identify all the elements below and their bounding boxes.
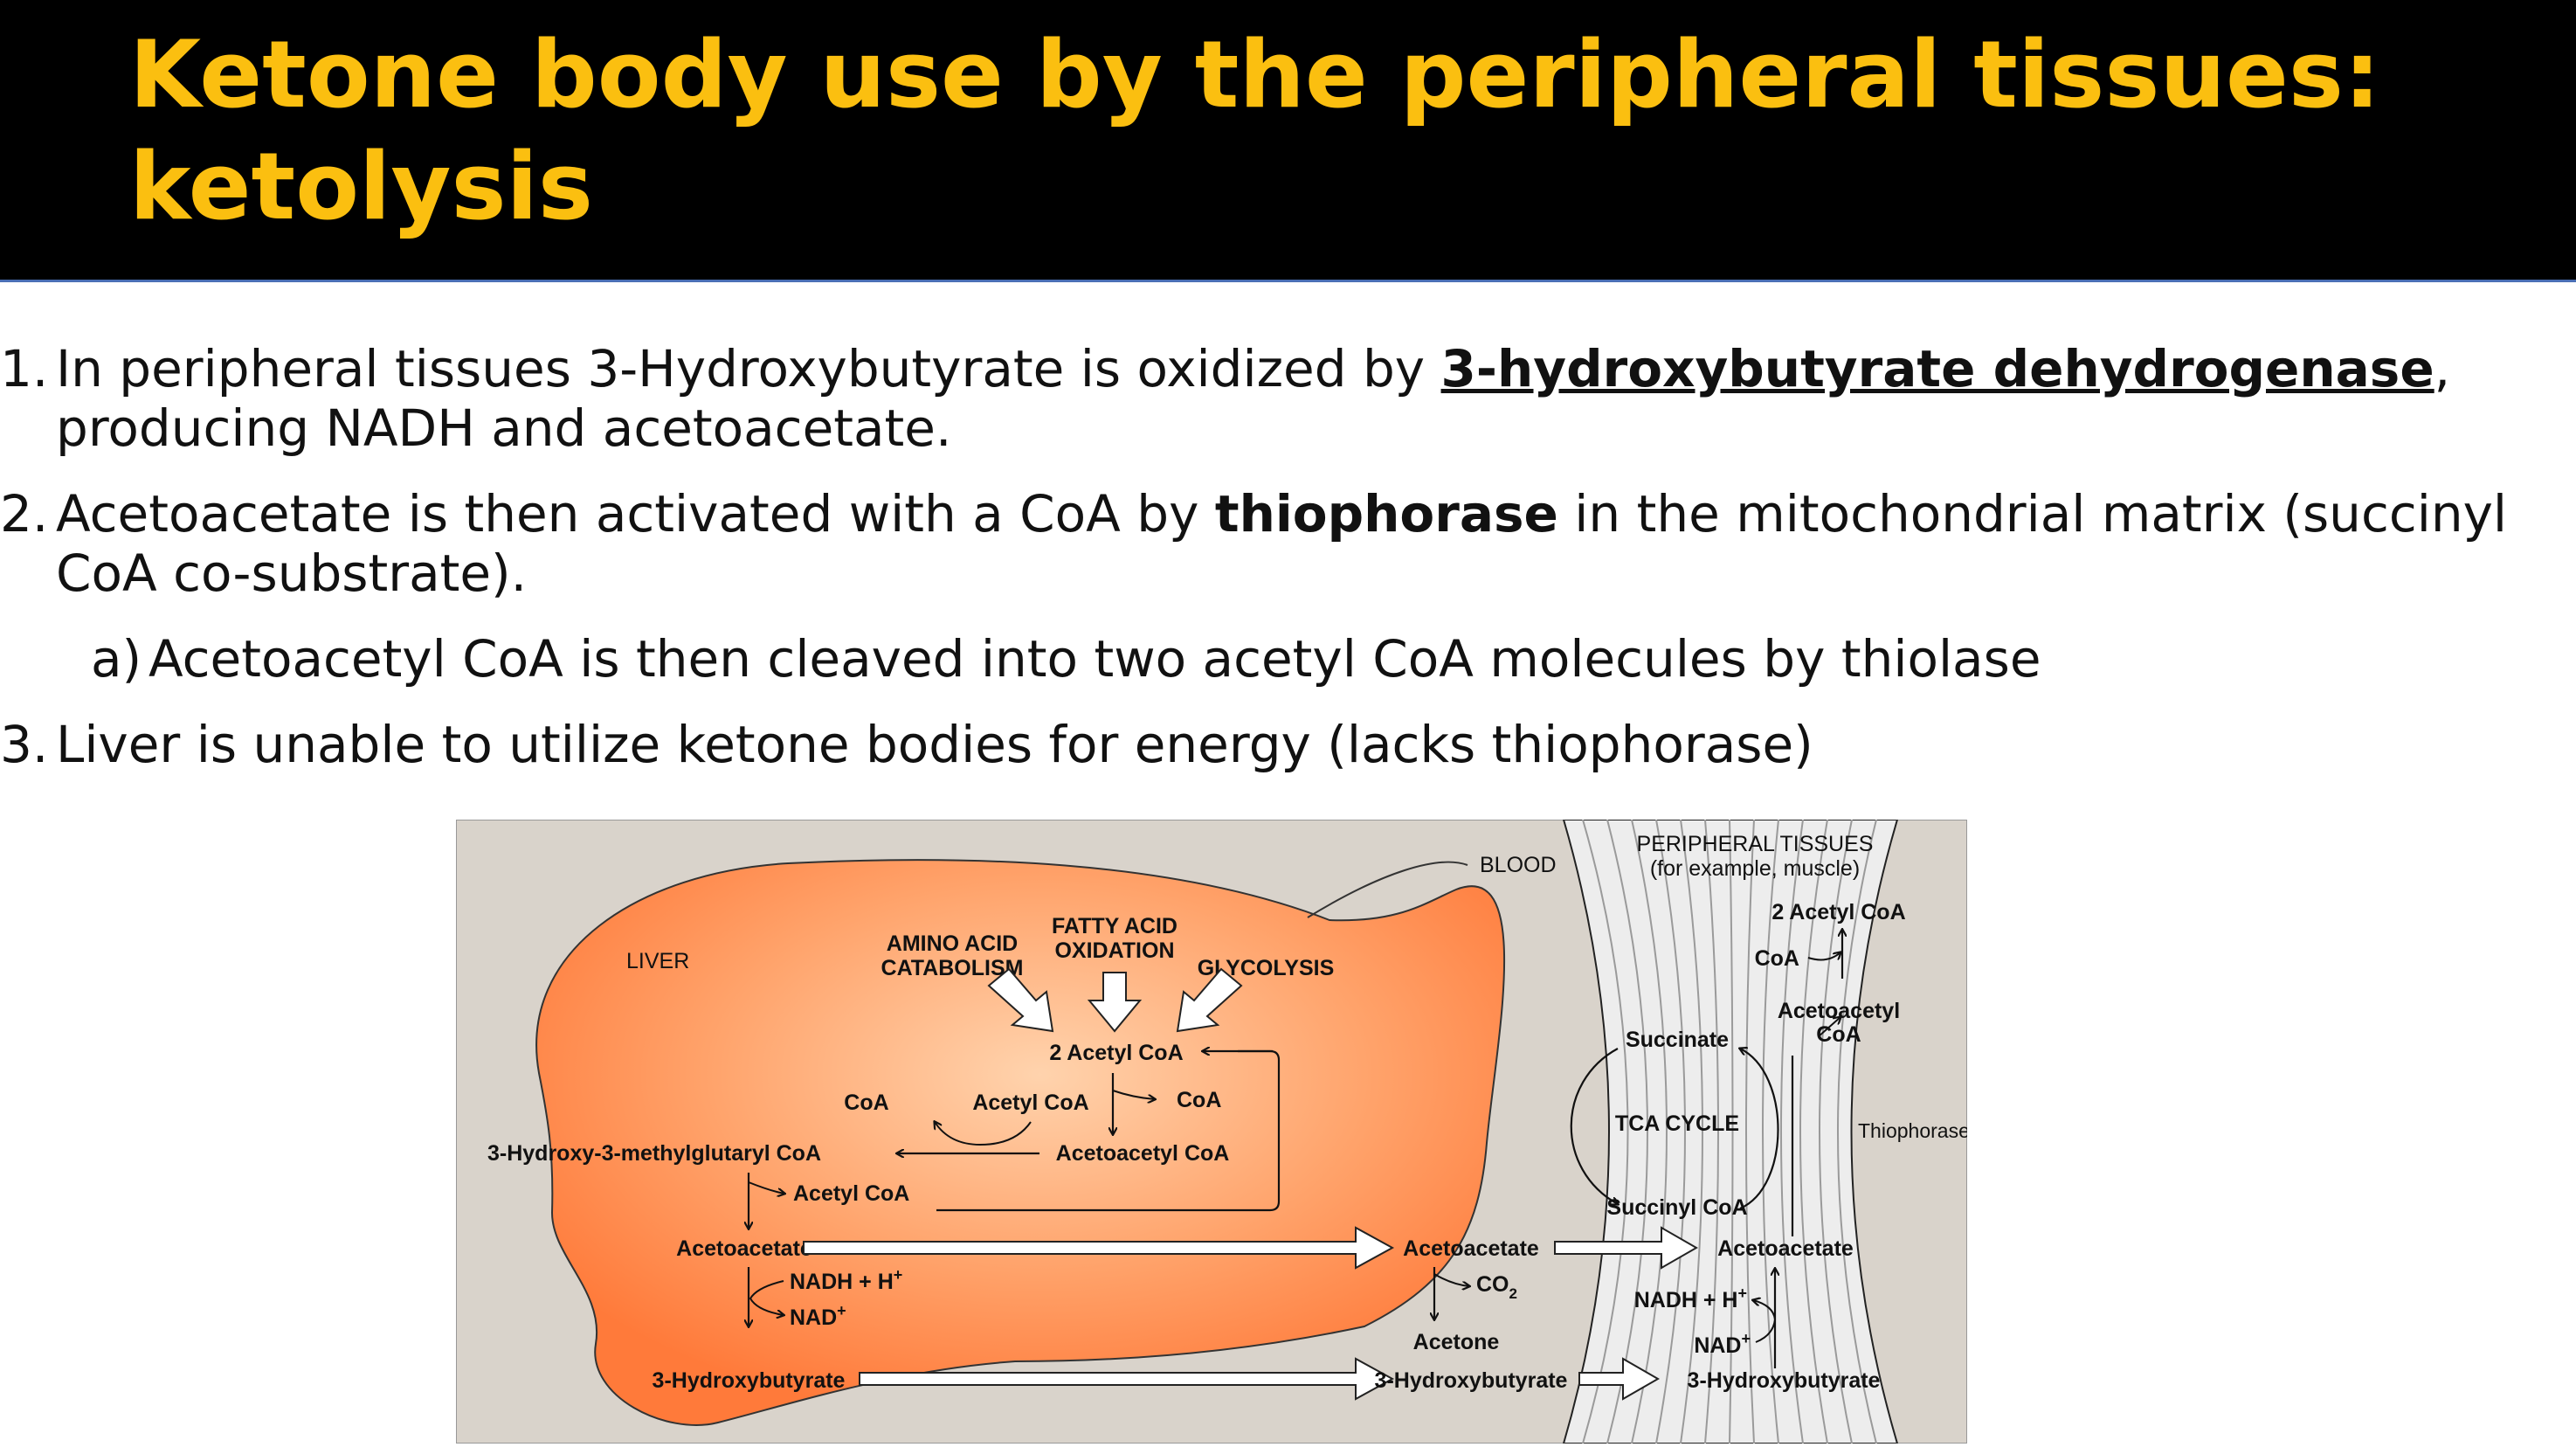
superscript-plus: +	[1741, 1330, 1751, 1347]
block-arrow-hydroxybutyrate-export	[859, 1357, 1395, 1401]
label-acetoacetate-peripheral: Acetoacetate	[1717, 1236, 1854, 1261]
item-number: 2.	[0, 484, 49, 544]
label-amino-acid: AMINO ACID	[887, 931, 1018, 956]
block-arrow-fatty	[1087, 972, 1143, 1033]
superscript-plus: +	[894, 1266, 903, 1284]
label-nadh-liver: NADH + H+	[790, 1266, 902, 1294]
title-line-2: ketolysis	[129, 133, 593, 240]
diagram-canvas: LIVER BLOOD PERIPHERAL TISSUES (for exam…	[456, 820, 1967, 1444]
item-text-end: in the mitochondrial matrix (succinyl Co…	[56, 484, 2508, 603]
label-peripheral-sub: (for example, muscle)	[1650, 856, 1860, 881]
subscript-two: 2	[1509, 1285, 1517, 1302]
arrow-acetyl-coa-input	[935, 1122, 1032, 1146]
input-block-arrows	[987, 967, 1243, 1033]
label-hmg-coa: 3-Hydroxy-3-methylglutaryl CoA	[487, 1141, 821, 1166]
bullet-list: 1. In peripheral tissues 3-Hydroxybutyra…	[0, 339, 2559, 800]
block-arrow-hydroxybutyrate-uptake	[1578, 1357, 1661, 1401]
enzyme-name: thiophorase	[1214, 484, 1558, 544]
slide-title: Ketone body use by the peripheral tissue…	[129, 19, 2488, 243]
arrow-coa-input-peripheral	[1807, 952, 1840, 961]
nad-text: NAD	[790, 1305, 837, 1330]
label-tca-cycle: TCA CYCLE	[1615, 1111, 1739, 1136]
arrow-tca-cycle	[1570, 1048, 1618, 1204]
item-text: Liver is unable to utilize ketone bodies…	[56, 715, 1813, 774]
co2-text: CO	[1476, 1272, 1509, 1297]
item-number: 3.	[0, 715, 49, 774]
liver-shape	[535, 859, 1506, 1426]
export-block-arrows	[803, 1226, 1699, 1401]
label-nadh-peripheral: NADH + H+	[1634, 1284, 1747, 1312]
label-two-acetyl-coa-peripheral: 2 Acetyl CoA	[1771, 900, 1905, 924]
label-succinyl-coa: Succinyl CoA	[1606, 1195, 1747, 1220]
label-acetone: Acetone	[1413, 1330, 1500, 1354]
label-coa-peripheral: CoA	[1755, 946, 1799, 971]
label-co2: CO2	[1476, 1272, 1517, 1302]
enzyme-name: 3-hydroxybutyrate dehydrogenase	[1440, 339, 2434, 398]
block-arrow-acetoacetate-export	[803, 1226, 1395, 1270]
item-text: Acetoacetate is then activated with a Co…	[56, 484, 1215, 544]
arrow-acetyl-coa-release	[748, 1181, 784, 1194]
arrow-coa-release	[1112, 1090, 1155, 1099]
title-bar: Ketone body use by the peripheral tissue…	[0, 0, 2576, 282]
block-arrow-glycolysis	[1176, 967, 1243, 1033]
recycle-arrow-line	[936, 1049, 1281, 1212]
arrow-nadh-liver	[749, 1280, 784, 1315]
nadh-text: NADH + H	[790, 1270, 894, 1294]
label-nad-peripheral: NAD+	[1694, 1330, 1751, 1358]
item-number: 1.	[0, 339, 49, 398]
sub-item: a) Acetoacetyl CoA is then cleaved into …	[0, 629, 2559, 689]
label-hydroxybutyrate-peripheral: 3-Hydroxybutyrate	[1688, 1368, 1881, 1393]
item-text-end: , producing NADH and acetoacetate.	[56, 339, 2451, 458]
label-hydroxybutyrate-liver: 3-Hydroxybutyrate	[653, 1368, 846, 1393]
label-succinate: Succinate	[1626, 1028, 1729, 1052]
label-acetoacetate-blood: Acetoacetate	[1403, 1236, 1539, 1261]
label-two-acetyl-coa: 2 Acetyl CoA	[1049, 1041, 1183, 1065]
label-acetoacetyl-coa: Acetoacetyl CoA	[1056, 1141, 1230, 1166]
label-coa-right: CoA	[1177, 1088, 1221, 1112]
label-coa-left: CoA	[844, 1090, 888, 1115]
sub-item-text: Acetoacetyl CoA is then cleaved into two…	[148, 629, 2041, 689]
label-thiophorase: Thiophorase	[1858, 1119, 1967, 1142]
block-arrow-amino	[987, 967, 1054, 1033]
label-acetyl-coa-2: Acetyl CoA	[793, 1181, 909, 1206]
liver-lobe-line	[1307, 861, 1468, 918]
nadh-text: NADH + H	[1634, 1288, 1738, 1312]
list-item: 1. In peripheral tissues 3-Hydroxybutyra…	[0, 339, 2559, 458]
label-acetoacetyl-line2: CoA	[1816, 1022, 1861, 1047]
label-oxidation: OXIDATION	[1054, 938, 1174, 963]
label-fatty-acid: FATTY ACID	[1052, 914, 1178, 938]
item-text: In peripheral tissues 3-Hydroxybutyrate …	[56, 339, 1441, 398]
superscript-plus: +	[1737, 1284, 1747, 1302]
title-line-1: Ketone body use by the peripheral tissue…	[129, 21, 2381, 128]
nad-text: NAD	[1694, 1333, 1741, 1358]
label-blood: BLOOD	[1480, 853, 1557, 877]
list-item: 3. Liver is unable to utilize ketone bod…	[0, 715, 2559, 774]
muscle-tissue	[1562, 820, 1899, 1444]
label-acetoacetate-liver: Acetoacetate	[676, 1236, 812, 1261]
label-liver: LIVER	[626, 949, 689, 973]
ketolysis-diagram: LIVER BLOOD PERIPHERAL TISSUES (for exam…	[456, 820, 1967, 1444]
arrow-co2-release	[1433, 1273, 1469, 1286]
arrow-to-acetoacetyl-coa	[1818, 1017, 1840, 1037]
sub-item-letter: a)	[91, 629, 142, 689]
arrow-succinyl-to-succinate	[1740, 1049, 1779, 1210]
block-arrow-acetoacetate-uptake	[1554, 1226, 1699, 1270]
label-peripheral: PERIPHERAL TISSUES	[1637, 832, 1874, 856]
label-nad-liver: NAD+	[790, 1302, 846, 1330]
label-hydroxybutyrate-blood: 3-Hydroxybutyrate	[1375, 1368, 1568, 1393]
superscript-plus: +	[837, 1302, 846, 1319]
arrow-nad-peripheral	[1753, 1300, 1777, 1343]
label-acetyl-coa: Acetyl CoA	[972, 1090, 1088, 1115]
muscle-fiber-lines	[1582, 820, 1877, 1444]
list-item: 2. Acetoacetate is then activated with a…	[0, 484, 2559, 603]
